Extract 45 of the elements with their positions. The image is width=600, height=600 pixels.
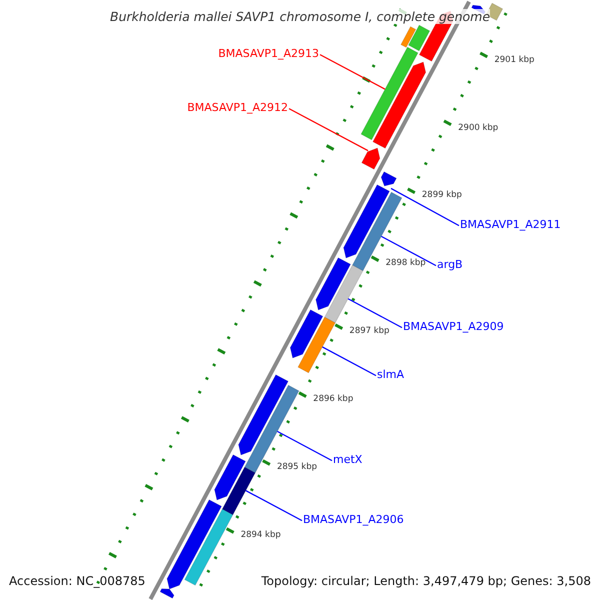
leader-line bbox=[245, 490, 302, 522]
gene-label: slmA bbox=[377, 368, 404, 382]
leader-line bbox=[288, 108, 368, 152]
leader-line bbox=[322, 346, 376, 376]
gene-feature bbox=[238, 374, 289, 456]
gene-feature bbox=[343, 184, 390, 258]
gene-block bbox=[298, 316, 336, 374]
gene-block bbox=[400, 26, 416, 48]
gene-feature bbox=[214, 454, 246, 500]
gene-label: BMASAVP1_A2906 bbox=[303, 513, 404, 526]
gene-feature bbox=[166, 499, 222, 590]
gene-label: BMASAVP1_A2913 bbox=[218, 47, 319, 60]
gene-block bbox=[408, 24, 430, 52]
gene-block bbox=[184, 508, 234, 586]
accession-note: Accession: NC_008785 bbox=[9, 574, 146, 588]
scale-label: 2894 kbp bbox=[240, 530, 281, 540]
scale-label: 2901 kbp bbox=[494, 54, 534, 65]
gene-block bbox=[324, 264, 364, 324]
gene-block bbox=[222, 466, 256, 516]
gene-block bbox=[360, 46, 418, 140]
gene-label: BMASAVP1_A2911 bbox=[460, 218, 561, 232]
gene-feature bbox=[372, 62, 426, 149]
scale-label: 2897 kbp bbox=[349, 326, 390, 337]
leader-line bbox=[381, 236, 436, 266]
map-title: Burkholderia mallei SAVP1 chromosome I, complete genome bbox=[110, 9, 490, 24]
scale-label: 2899 kbp bbox=[422, 190, 462, 201]
gene-label: BMASAVP1_A2909 bbox=[403, 320, 504, 334]
gene-feature bbox=[160, 588, 174, 599]
leader-line bbox=[348, 298, 402, 328]
scale-label: 2898 kbp bbox=[386, 258, 426, 269]
gene-feature bbox=[290, 309, 324, 358]
leader-line bbox=[390, 188, 460, 226]
scale-label: 2895 kbp bbox=[276, 462, 317, 472]
gene-feature bbox=[380, 171, 397, 186]
genome-stats-note: Topology: circular; Length: 3,497,479 bp; Genes: 3,508 bbox=[261, 574, 591, 588]
gene-block bbox=[244, 384, 300, 474]
gene-label: BMASAVP1_A2912 bbox=[187, 101, 288, 114]
scale-label: 2900 kbp bbox=[458, 122, 498, 133]
leader-line bbox=[277, 430, 332, 462]
leader-line bbox=[320, 54, 386, 90]
scale-label: 2896 kbp bbox=[313, 394, 354, 404]
gene-feature bbox=[361, 148, 380, 170]
gene-label: argB bbox=[437, 258, 463, 272]
gene-feature bbox=[316, 257, 351, 310]
gene-label: metX bbox=[333, 453, 362, 466]
